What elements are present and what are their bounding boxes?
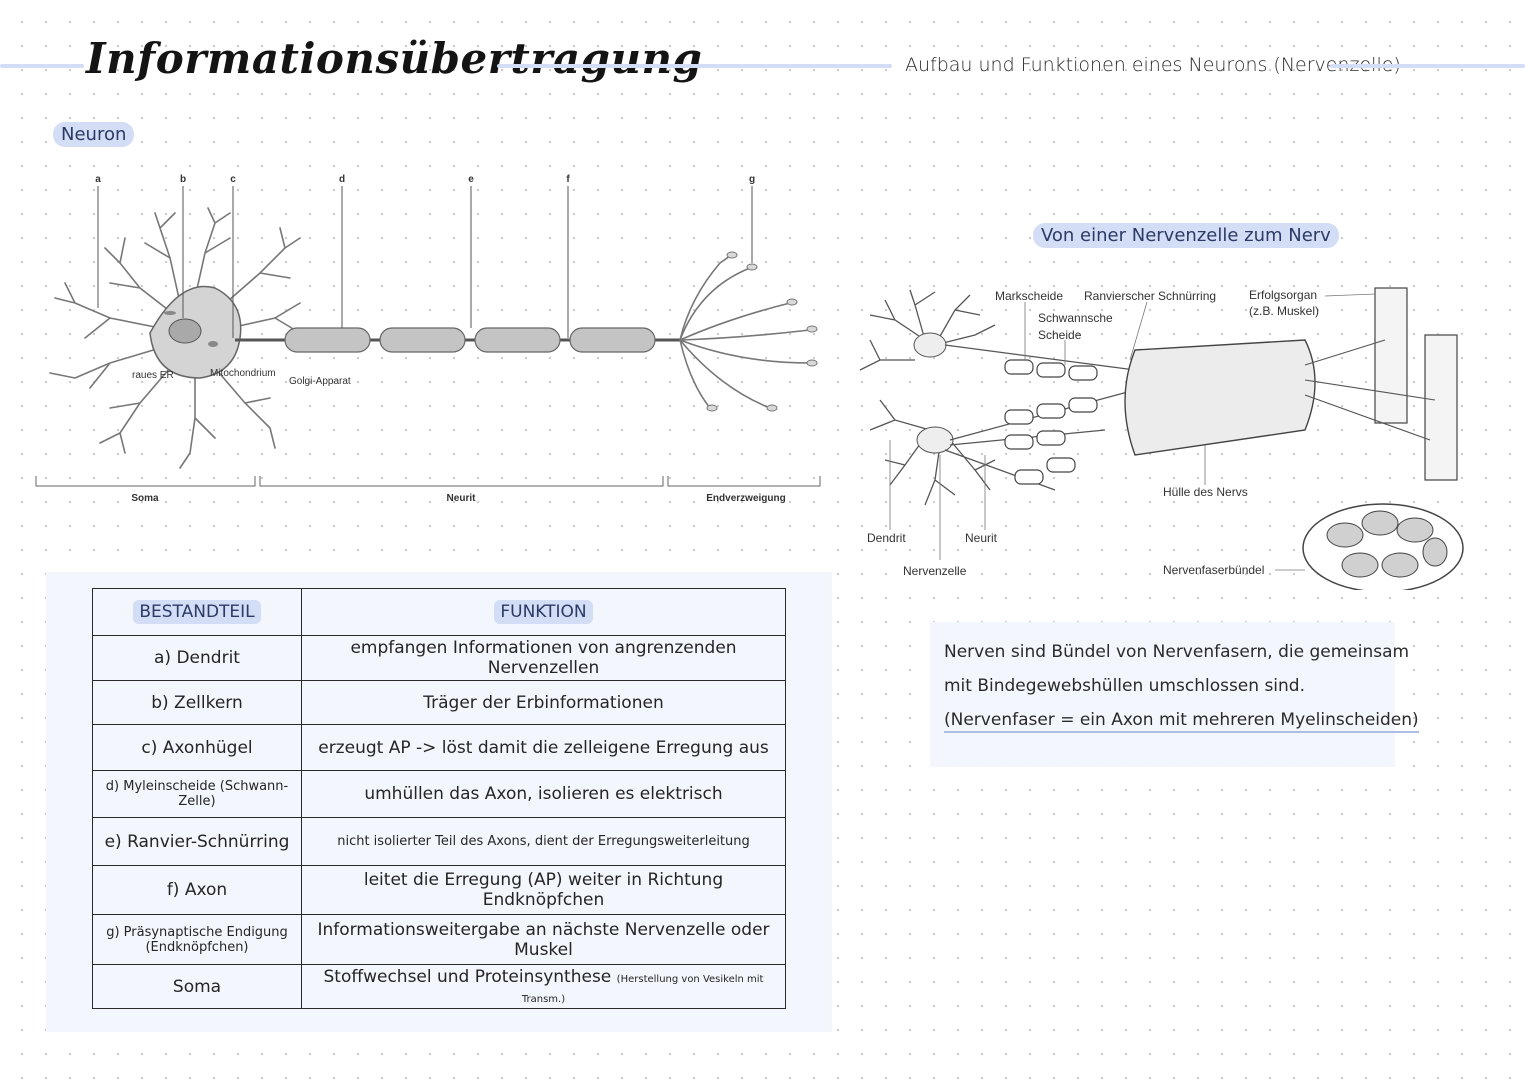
- header-rule-middle: [497, 64, 892, 68]
- table-header-row: BESTANDTEIL FUNKTION: [92, 588, 786, 636]
- neuron-section-label: Neuron: [53, 122, 135, 147]
- bundle-fascicles: [1326, 510, 1448, 578]
- label-neurit: Neurit: [965, 531, 998, 545]
- label-erfolgsorgan-2: (z.B. Muskel): [1249, 304, 1319, 318]
- table-row: g) Präsynaptische Endigung (Endknöpfchen…: [92, 914, 786, 965]
- function-text: Stoffwechsel und Proteinsynthese: [323, 966, 612, 987]
- label-raues-er: raues ER: [132, 370, 174, 381]
- letter-c: c: [230, 174, 236, 185]
- nerve-leaders: [889, 293, 1376, 571]
- part-cell: Soma: [92, 964, 302, 1009]
- axon-terminals: [679, 255, 811, 409]
- letter-a: a: [95, 174, 101, 185]
- mitochondrium-organelle: [208, 341, 218, 347]
- label-schwann-2: Scheide: [1038, 328, 1082, 342]
- header-rule-right: [1330, 64, 1525, 68]
- part-cell: d) Myleinscheide (Schwann-Zelle): [92, 770, 302, 818]
- table-row: d) Myleinscheide (Schwann-Zelle) umhülle…: [92, 770, 786, 818]
- part-cell: e) Ranvier-Schnürring: [92, 817, 302, 866]
- note-line-2: mit Bindegewebshüllen umschlossen sind.: [944, 676, 1305, 696]
- function-note: (Herstellung von Vesikeln mit Transm.): [521, 973, 764, 1005]
- page-subtitle: Aufbau und Funktionen eines Neurons (Ner…: [905, 54, 1401, 76]
- region-neurit: Neurit: [447, 493, 477, 504]
- label-golgi: Golgi-Apparat: [289, 376, 351, 387]
- function-cell: erzeugt AP -> löst damit die zelleigene …: [301, 724, 786, 771]
- note-box: Nerven sind Bündel von Nervenfasern, die…: [930, 622, 1419, 767]
- nerve-diagram: Markscheide Ranvierscher Schnürring Schw…: [859, 287, 1464, 590]
- neuron-dendrites: [49, 207, 301, 469]
- label-nervenzelle: Nervenzelle: [903, 564, 967, 578]
- function-cell: nicht isolierter Teil des Axons, dient d…: [301, 817, 786, 866]
- letter-d: d: [339, 174, 345, 185]
- part-cell: b) Zellkern: [92, 680, 302, 725]
- header-rule-left: [0, 64, 84, 68]
- table-row: b) Zellkern Träger der Erbinformationen: [92, 680, 786, 725]
- myelin-segments: [1004, 359, 1098, 485]
- er-organelle: [164, 311, 176, 315]
- nerve-section-label: Von einer Nervenzelle zum Nerv: [1033, 223, 1339, 248]
- function-cell: Träger der Erbinformationen: [301, 680, 786, 725]
- letter-e: e: [468, 174, 474, 185]
- region-brackets: [35, 476, 821, 487]
- part-cell: c) Axonhügel: [92, 724, 302, 771]
- myelin-sheaths: [284, 327, 656, 353]
- label-schwann-1: Schwannsche: [1038, 311, 1113, 325]
- part-cell: g) Präsynaptische Endigung (Endknöpfchen…: [92, 914, 302, 965]
- header-funktion: FUNKTION: [494, 600, 593, 624]
- nerve-cell-dendrites: [859, 289, 996, 506]
- nerve-cell-body-top: [913, 332, 947, 358]
- label-dendrit: Dendrit: [867, 531, 906, 545]
- nucleus: [168, 318, 202, 344]
- letter-b: b: [180, 174, 186, 185]
- part-cell: a) Dendrit: [92, 635, 302, 681]
- neuron-diagram: a b c d e f g raues ER Mitochondrium Gol…: [35, 174, 821, 504]
- table-row: e) Ranvier-Schnürring nicht isolierter T…: [92, 817, 786, 866]
- function-cell: empfangen Informationen von angrenzenden…: [301, 635, 786, 681]
- letter-f: f: [566, 174, 570, 185]
- header-part-cell: BESTANDTEIL: [92, 588, 302, 636]
- header-bestandteil: BESTANDTEIL: [133, 600, 261, 624]
- table-row: f) Axon leitet die Erregung (AP) weiter …: [92, 865, 786, 915]
- table-row: c) Axonhügel erzeugt AP -> löst damit di…: [92, 724, 786, 771]
- note-line-3: (Nervenfaser = ein Axon mit mehreren Mye…: [944, 710, 1419, 733]
- label-nervenfaserbuendel: Nervenfaserbündel: [1163, 563, 1264, 577]
- label-huelle: Hülle des Nervs: [1163, 485, 1248, 499]
- letter-leaders: [97, 186, 753, 338]
- page-title: Informationsübertragung: [86, 34, 703, 83]
- table-row: Soma Stoffwechsel und Proteinsynthese (H…: [92, 964, 786, 1009]
- muscle-fibers: [1374, 287, 1458, 481]
- function-cell: Stoffwechsel und Proteinsynthese (Herste…: [301, 964, 786, 1009]
- function-table: BESTANDTEIL FUNKTION a) Dendrit empfange…: [92, 588, 786, 1009]
- label-erfolgsorgan-1: Erfolgsorgan: [1249, 288, 1317, 302]
- region-soma: Soma: [131, 493, 159, 504]
- nerve-sheath: [1124, 339, 1316, 456]
- fibers-to-muscle: [1304, 339, 1436, 441]
- region-endverzweigung: Endverzweigung: [706, 493, 785, 504]
- header-function-cell: FUNKTION: [301, 588, 786, 636]
- letter-g: g: [749, 174, 755, 185]
- label-markscheide: Markscheide: [995, 289, 1063, 303]
- terminal-buttons: [706, 251, 818, 412]
- label-ranvier: Ranvierscher Schnürring: [1084, 289, 1216, 303]
- part-cell: f) Axon: [92, 865, 302, 915]
- table-row: a) Dendrit empfangen Informationen von a…: [92, 635, 786, 681]
- function-cell: umhüllen das Axon, isolieren es elektris…: [301, 770, 786, 818]
- nerve-cell-body-bottom: [916, 426, 954, 454]
- function-cell: Informationsweitergabe an nächste Nerven…: [301, 914, 786, 965]
- function-cell: leitet die Erregung (AP) weiter in Richt…: [301, 865, 786, 915]
- label-mitochondrium: Mitochondrium: [210, 368, 276, 379]
- note-line-1: Nerven sind Bündel von Nervenfasern, die…: [944, 642, 1410, 662]
